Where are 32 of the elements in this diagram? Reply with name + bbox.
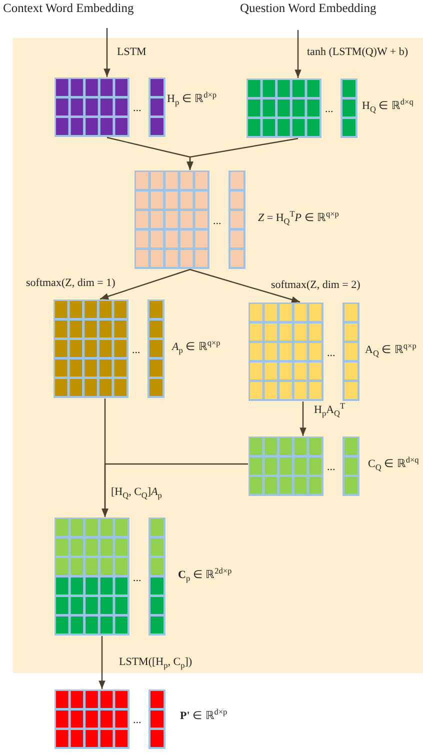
arrow <box>104 28 110 77</box>
matrix-label: C$_{Q}$ ∈ ℝ$^{d×q}$ <box>368 458 419 471</box>
matrix-label: H$_{Q}$ ∈ ℝ$^{d×q}$ <box>362 100 414 113</box>
ellipsis-text: ... <box>327 461 336 474</box>
ellipsis-text: ... <box>327 346 336 360</box>
heading-text: Question Word Embedding <box>240 0 376 16</box>
matrix-label: A$_{Q}$ ∈ ℝ$^{q×p}$ <box>365 344 416 357</box>
ellipsis-text: ... <box>325 103 334 116</box>
matrix-label: H$_{p}$ ∈ ℝ$^{d×p}$ <box>167 93 216 106</box>
edge-label: LSTM([H$_{p}$, C$_{p}$]) <box>118 656 194 669</box>
matrix-label: Z = H$_{Q}$$^{T}$P ∈ ℝ$^{q×p}$ <box>258 212 339 225</box>
arrow <box>300 402 306 436</box>
edge-label: tanh (LSTM(Q)W + b) <box>306 46 410 59</box>
matrix-label: A$_{p}$ ∈ ℝ$^{q×p}$ <box>172 341 220 354</box>
arrow <box>102 463 248 517</box>
ellipsis-text: ... <box>132 344 140 357</box>
ellipsis-text: ... <box>133 714 142 728</box>
edge-label: softmax(Z, dim = 2) <box>270 279 362 292</box>
arrow <box>190 268 300 303</box>
ellipsis-text: ... <box>133 572 142 584</box>
edge-label: [H$_{Q}$, C$_{Q}$]A$_{p}$ <box>110 486 163 499</box>
arrow <box>186 138 298 170</box>
edge-label: softmax(Z, dim = 1) <box>25 277 116 290</box>
arrow <box>100 268 190 300</box>
arrow <box>98 636 106 689</box>
heading-text: Context Word Embedding <box>3 0 134 16</box>
matrix-label: P' ∈ ℝ$^{d×p}$ <box>180 710 228 723</box>
matrix-label: C$_{p}$ ∈ ℝ$^{2d×p}$ <box>178 569 232 582</box>
arrow <box>294 30 302 78</box>
background-panel <box>13 38 423 673</box>
ellipsis-text: ... <box>213 214 222 228</box>
ellipsis-text: ... <box>133 102 142 116</box>
